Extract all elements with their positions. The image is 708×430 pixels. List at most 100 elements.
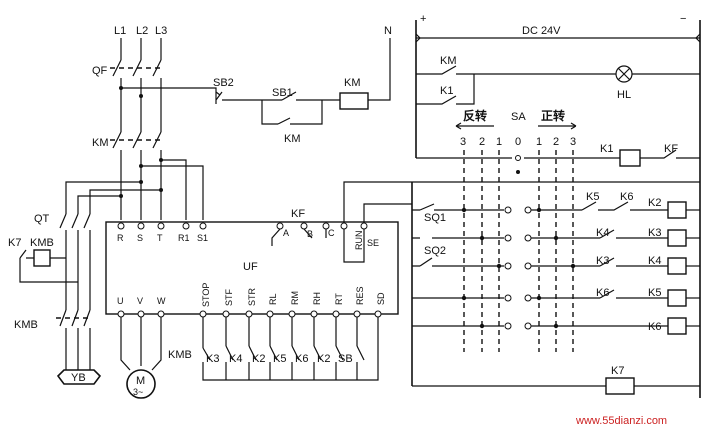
k1-dc-contact xyxy=(416,74,475,105)
relay4-c1-label: K6 xyxy=(596,287,609,299)
label-forward: 正转 xyxy=(541,108,565,123)
terminal xyxy=(340,222,348,230)
terminal-s1: S1 xyxy=(197,233,208,243)
terminal xyxy=(504,294,512,302)
kmb-coil xyxy=(33,249,51,267)
sa-pos-f1: 1 xyxy=(536,136,542,148)
label-km-main: KM xyxy=(92,137,109,149)
terminal-r1: R1 xyxy=(178,233,190,243)
label-sb2: SB2 xyxy=(213,77,234,89)
label-sa: SA xyxy=(511,111,526,123)
label-k1-coil: K1 xyxy=(600,143,613,155)
junction xyxy=(479,323,485,329)
dc-section: + − DC 24V KM HL K1 反转 SA 正转 3 2 1 0 1 2… xyxy=(411,13,701,398)
relay4-coil-label: K5 xyxy=(648,287,661,299)
terminal-sd: SD xyxy=(376,292,386,305)
inverter-uf: UF R S T R1 S1 KF A B C RUN SE xyxy=(105,181,412,399)
relay-row-4: K6 K5 xyxy=(596,287,700,307)
start-stop-branch: SB2 SB1 KM KM xyxy=(213,38,391,145)
k3-coil xyxy=(667,229,687,247)
terminal xyxy=(157,222,165,230)
relay-row-1: K5 K6 K2 xyxy=(581,191,700,219)
label-reverse: 反转 xyxy=(463,108,487,123)
relay2-contact xyxy=(599,229,668,239)
terminal xyxy=(182,222,190,230)
relay2-c1-label: K4 xyxy=(596,227,609,239)
selector-rows xyxy=(412,181,700,330)
terminal xyxy=(515,155,521,161)
dc-rails xyxy=(415,20,701,398)
terminal xyxy=(504,206,512,214)
terminal-res: RES xyxy=(355,286,365,305)
label-sq1: SQ1 xyxy=(424,212,446,224)
terminal-rm: RM xyxy=(290,291,300,305)
sq1-switch xyxy=(419,203,435,211)
label-l1: L1 xyxy=(114,25,126,37)
control-terminal-wires xyxy=(202,317,358,348)
kf-terminal-a: A xyxy=(283,228,289,238)
motor-m: M xyxy=(136,375,145,387)
junction xyxy=(479,235,485,241)
relay1-c1-label: K5 xyxy=(586,191,599,203)
qt-blades xyxy=(59,213,91,229)
phase-lines-low xyxy=(120,150,162,220)
terminal-s: S xyxy=(137,233,143,243)
relay-row-3: K3 K4 xyxy=(596,255,700,275)
label-dc-24v: DC 24V xyxy=(522,25,561,37)
run-se-wires xyxy=(343,181,412,223)
bottom-contact-k5: K5 xyxy=(273,353,286,365)
label-sq2: SQ2 xyxy=(424,245,446,257)
watermark-text: www.55dianzi.com xyxy=(575,415,667,427)
sq2-switch xyxy=(419,257,433,267)
sa-position-lines xyxy=(463,150,574,352)
terminal xyxy=(137,310,145,318)
bottom-contact-k4: K4 xyxy=(229,353,242,365)
selector-out-wires xyxy=(531,209,670,327)
km-hold-wire xyxy=(261,100,323,125)
label-kmb-contact: KMB xyxy=(14,319,38,331)
sa-pos-f3: 3 xyxy=(570,136,576,148)
bottom-contact-k6: K6 xyxy=(295,353,308,365)
junction xyxy=(139,164,143,168)
terminal xyxy=(245,310,253,318)
k1-coil xyxy=(619,149,641,167)
dc-arrows xyxy=(415,33,701,43)
sb2-button xyxy=(215,91,223,104)
label-l2: L2 xyxy=(136,25,148,37)
terminal xyxy=(524,206,532,214)
km-coil xyxy=(339,92,369,110)
qt-out xyxy=(65,230,91,310)
terminal xyxy=(117,222,125,230)
kf-contacts xyxy=(271,228,327,246)
label-qf: QF xyxy=(92,65,108,77)
sd-common xyxy=(202,317,379,381)
bottom-contact-k2b: K2 xyxy=(317,353,330,365)
qt-feed xyxy=(65,181,161,214)
label-km-dc: KM xyxy=(440,55,457,67)
sa-pos-r3: 3 xyxy=(460,136,466,148)
terminal-se: SE xyxy=(367,238,379,248)
uf-top-terminals: R S T R1 S1 xyxy=(117,222,208,243)
run-se-loop xyxy=(343,229,365,263)
terminal-rt: RT xyxy=(334,293,344,305)
power-section: L1 L2 L3 N QF KM QT K7 xyxy=(8,25,392,385)
kf-terminal-b: B xyxy=(307,229,313,239)
relay3-coil-label: K4 xyxy=(648,255,661,267)
terminal xyxy=(504,234,512,242)
sa-pos-r2: 2 xyxy=(479,136,485,148)
relay-row-5: K6 xyxy=(648,317,700,335)
label-plus: + xyxy=(420,13,426,25)
terminal xyxy=(504,262,512,270)
motor xyxy=(126,369,156,399)
relay1-coil-label: K2 xyxy=(648,197,661,209)
kf-contact xyxy=(640,149,700,159)
s1-feed xyxy=(141,165,204,220)
terminal xyxy=(360,222,368,230)
k7-contact xyxy=(19,249,34,268)
terminal-r: R xyxy=(117,233,124,243)
label-n: N xyxy=(384,25,392,37)
terminal xyxy=(117,310,125,318)
relay2-coil-label: K3 xyxy=(648,227,661,239)
label-km-coil: KM xyxy=(344,77,361,89)
